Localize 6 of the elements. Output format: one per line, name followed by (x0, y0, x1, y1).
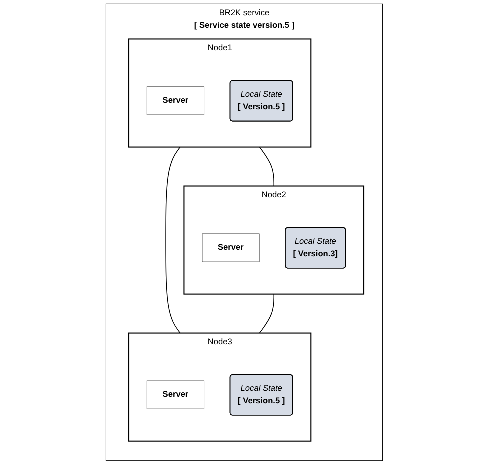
connector (259, 146, 274, 187)
node-box: Server (202, 234, 260, 262)
node-box: Server (146, 380, 205, 410)
connector (166, 146, 181, 334)
connector (259, 294, 274, 334)
node-box: Server (146, 86, 205, 116)
